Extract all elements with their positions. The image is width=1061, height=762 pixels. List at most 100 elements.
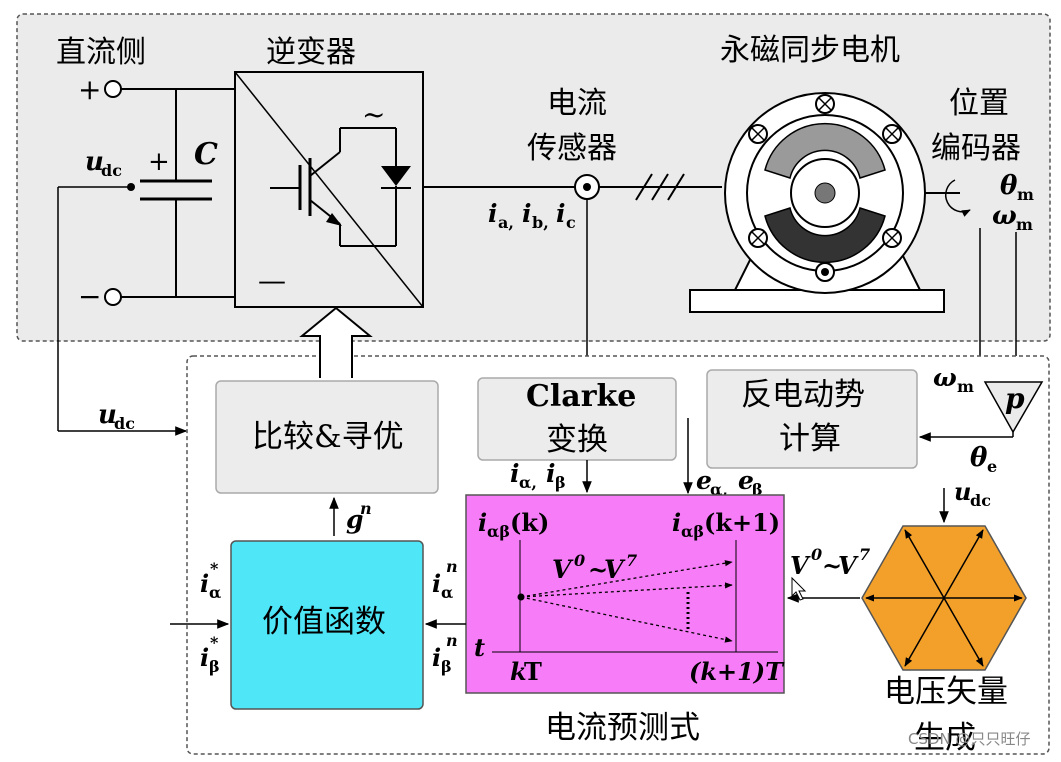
mouse-cursor-icon [791,576,807,601]
svg-text:i: i [200,643,209,672]
udc-input-label: u dc [98,400,135,433]
svg-text:e: e [696,466,712,495]
svg-text:0: 0 [811,545,822,564]
svg-text:β: β [752,480,763,499]
cost-function-block [230,540,424,710]
udc-hex-label: u dc [954,477,991,510]
compare-optimize-label: 比较&寻优 [252,419,404,455]
svg-text:~: ~ [822,551,842,580]
svg-text:dc: dc [101,161,122,180]
theta-e-label: θ e [970,443,997,476]
vgen-label-line1: 电压矢量 [884,674,1008,710]
svg-text:—: — [258,264,286,297]
cost-function-label: 价值函数 [262,604,386,640]
cost-gn-label: g n [346,499,372,534]
svg-text:~: ~ [588,555,608,584]
back-emf-label-line1: 反电动势 [741,377,865,413]
svg-text:+: + [78,73,101,106]
svg-text:ω: ω [992,201,1017,231]
svg-text:7: 7 [859,545,870,564]
svg-text:αβ: αβ [487,522,510,541]
dc-side-label: 直流侧 [56,35,146,70]
svg-text:*: * [210,633,219,652]
dc-link-capacitor: + C [140,89,218,297]
svg-text:7: 7 [626,551,637,570]
current-prediction-label: 电流预测式 [545,710,700,746]
svg-text:k: k [510,657,527,686]
svg-text:i: i [672,508,681,537]
reference-current-label: i α * i β * [200,559,221,676]
svg-text:α: α [441,583,453,602]
inverter-label: 逆变器 [266,35,356,70]
svg-text:β: β [209,657,220,676]
clarke-label-line1: Clarke [526,379,636,414]
svg-text:e: e [987,457,997,476]
svg-text:u: u [954,477,971,506]
svg-text:β: β [441,657,452,676]
svg-text:V: V [790,551,811,580]
omega-m-label: ω m [933,363,974,396]
svg-text:m: m [957,377,974,396]
svg-text:ω: ω [933,363,957,392]
svg-text:*: * [210,559,219,578]
svg-text:n: n [446,631,458,650]
capacitor-label: C [194,137,218,172]
svg-text:u: u [85,147,104,177]
back-emf-block [706,369,918,469]
svg-text:i: i [556,199,566,228]
inverter-block: ~ — [234,71,424,308]
current-sensor [423,173,722,377]
svg-text:i: i [200,569,209,598]
clarke-label-line2: 变换 [546,422,608,458]
svg-text:i: i [510,459,520,488]
svg-text:b,: b, [532,213,549,232]
svg-text:e: e [738,466,754,495]
predicted-current-label: i α n i β n [432,557,458,676]
i-alpha-beta-label: i α, i β [510,459,566,492]
svg-text:T: T [524,657,542,686]
svg-text:−: − [78,280,101,313]
svg-text:m: m [1017,185,1034,204]
svg-text:+: + [148,147,170,177]
theta-omega-label: θ m ω m [992,171,1034,234]
svg-text:αβ: αβ [681,522,704,541]
current-prediction-block: i αβ (k) i αβ (k+1) V 0 ~ V 7 t k T (k+1… [465,494,785,694]
back-emf-label-line2: 计算 [779,421,841,457]
svg-text:(k+1): (k+1) [704,508,780,537]
clarke-block [477,377,677,461]
svg-text:p: p [1005,382,1025,415]
compare-optimize-block [215,380,439,494]
svg-text:a,: a, [498,213,514,232]
svg-text:i: i [478,508,487,537]
sensor-label-line2: 传感器 [527,131,617,166]
svg-text:V: V [604,555,626,584]
motor-label: 永磁同步电机 [720,33,900,68]
svg-text:α,: α, [519,473,537,492]
svg-text:0: 0 [574,551,585,570]
encoder-label-line1: 位置 [949,86,1009,121]
svg-text:α: α [209,583,221,602]
udc-label-top: u dc [57,147,188,436]
svg-text:i: i [432,643,441,672]
dc-terminals: + − [78,73,235,313]
sensor-label-line1: 电流 [547,86,607,121]
svg-text:m: m [1016,215,1033,234]
svg-text:θ: θ [970,443,988,473]
svg-text:g: g [346,505,363,534]
svg-text:t: t [474,633,485,662]
svg-text:(k+1)T: (k+1)T [689,657,785,686]
vgen-label-line2: 生成 [914,720,976,756]
svg-text:dc: dc [970,491,991,510]
svg-text:n: n [446,557,458,576]
differentiator-block: p [918,381,1044,442]
voltage-vector-hexagon [861,488,1027,671]
svg-text:i: i [546,459,556,488]
encoder-label-line2: 编码器 [931,131,1021,166]
gate-signal-arrow [299,306,373,378]
svg-text:i: i [488,199,498,228]
svg-text:V: V [838,551,859,580]
svg-text:θ: θ [1000,171,1018,201]
v0-v7-label: V 0 ~ V 7 [790,545,870,580]
svg-text:i: i [432,569,441,598]
